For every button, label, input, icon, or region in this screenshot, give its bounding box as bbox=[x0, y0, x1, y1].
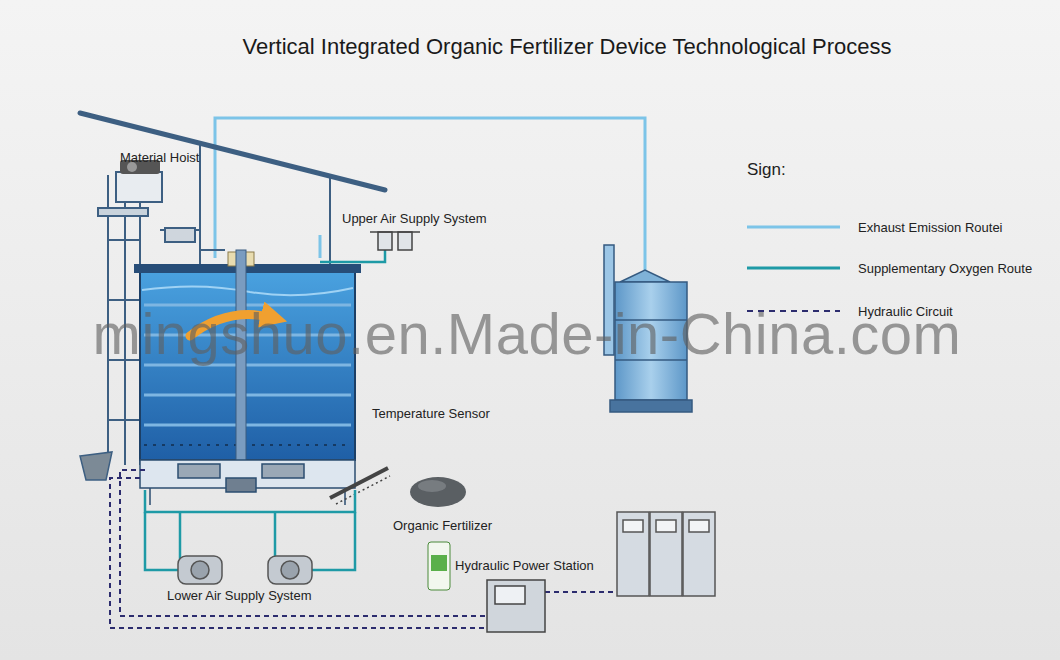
hoist-frame bbox=[116, 172, 162, 202]
hydraulic-station bbox=[487, 580, 545, 632]
upper-air-pipe bbox=[398, 232, 412, 250]
hoist-frame bbox=[108, 419, 140, 421]
exhaust-scrubber bbox=[620, 270, 670, 282]
fertilizer-pile bbox=[410, 477, 466, 507]
fertilizer-bag bbox=[431, 555, 447, 571]
discharge-conveyor bbox=[330, 468, 390, 504]
oxygen-route bbox=[145, 512, 180, 570]
legend-line-sample bbox=[747, 227, 840, 311]
fermentation-tank bbox=[142, 286, 353, 295]
blower bbox=[281, 561, 299, 579]
control-cabinet bbox=[656, 520, 676, 532]
fertilizer-bag bbox=[428, 542, 450, 590]
hydraulic-route bbox=[110, 478, 487, 628]
oxygen-route bbox=[145, 248, 385, 570]
oxygen-route bbox=[305, 512, 355, 570]
control-cabinet bbox=[683, 512, 715, 596]
oxygen-route bbox=[320, 248, 385, 262]
material-bucket bbox=[80, 452, 112, 480]
exhaust-scrubber bbox=[610, 400, 692, 412]
part-label: Lower Air Supply System bbox=[167, 588, 312, 603]
tank-base bbox=[178, 464, 220, 478]
fermentation-tank bbox=[144, 444, 351, 446]
diagram-title: Vertical Integrated Organic Fertilizer D… bbox=[243, 34, 892, 60]
exhaust-route bbox=[215, 118, 645, 272]
legend-line-sample bbox=[747, 267, 840, 270]
exhaust-route bbox=[319, 235, 322, 258]
control-cabinet bbox=[617, 512, 715, 596]
hydraulic-route bbox=[545, 591, 615, 593]
part-label: Upper Air Supply System bbox=[342, 211, 487, 226]
upper-air-pipe bbox=[378, 232, 392, 250]
fermentation-tank bbox=[144, 444, 351, 446]
part-label: Temperature Sensor bbox=[372, 406, 490, 421]
hydraulic-route bbox=[120, 470, 487, 616]
tank-base bbox=[149, 488, 151, 505]
hydraulic-station bbox=[487, 580, 545, 632]
roof bbox=[329, 176, 331, 266]
tank-base bbox=[140, 460, 355, 505]
fertilizer-bag bbox=[428, 542, 450, 590]
exhaust-route bbox=[215, 118, 645, 272]
part-label: Hydraulic Power Station bbox=[455, 558, 594, 573]
legend-text: Hydraulic Circuit bbox=[858, 304, 953, 319]
control-cabinet bbox=[617, 512, 649, 596]
legend-text: Supplementary Oxygen Route bbox=[858, 261, 1032, 276]
control-cabinet bbox=[689, 520, 709, 532]
blower bbox=[178, 556, 222, 584]
control-cabinet bbox=[623, 520, 643, 532]
fertilizer-pile bbox=[410, 477, 466, 507]
upper-air-pipe bbox=[370, 232, 420, 250]
tank-base bbox=[226, 478, 256, 492]
legend-text: Exhaust Emission Routei bbox=[858, 220, 1003, 235]
tank-base bbox=[262, 464, 304, 478]
fermentation-tank bbox=[144, 394, 351, 397]
material-bucket bbox=[80, 452, 112, 480]
discharge-conveyor bbox=[330, 468, 388, 498]
discharge-conveyor bbox=[336, 476, 390, 504]
blower bbox=[178, 556, 312, 584]
blower bbox=[268, 556, 312, 584]
fermentation-tank bbox=[144, 424, 351, 427]
oxygen-route bbox=[145, 490, 355, 512]
hoist-frame bbox=[165, 228, 195, 242]
hoist-frame bbox=[98, 208, 148, 216]
hydraulic-station bbox=[495, 586, 525, 604]
upper-air-pipe bbox=[370, 231, 420, 233]
fertilizer-pile bbox=[418, 480, 446, 492]
legend-line-sample bbox=[747, 226, 840, 229]
legend-heading: Sign: bbox=[747, 160, 786, 180]
control-cabinet bbox=[650, 512, 682, 596]
blower bbox=[191, 561, 209, 579]
watermark: mingshuo.en.Made-in-China.com bbox=[93, 300, 962, 367]
part-label: Organic Fertilizer bbox=[393, 518, 492, 533]
hoist-frame bbox=[108, 239, 140, 241]
part-label: Material Hoist bbox=[120, 150, 199, 165]
